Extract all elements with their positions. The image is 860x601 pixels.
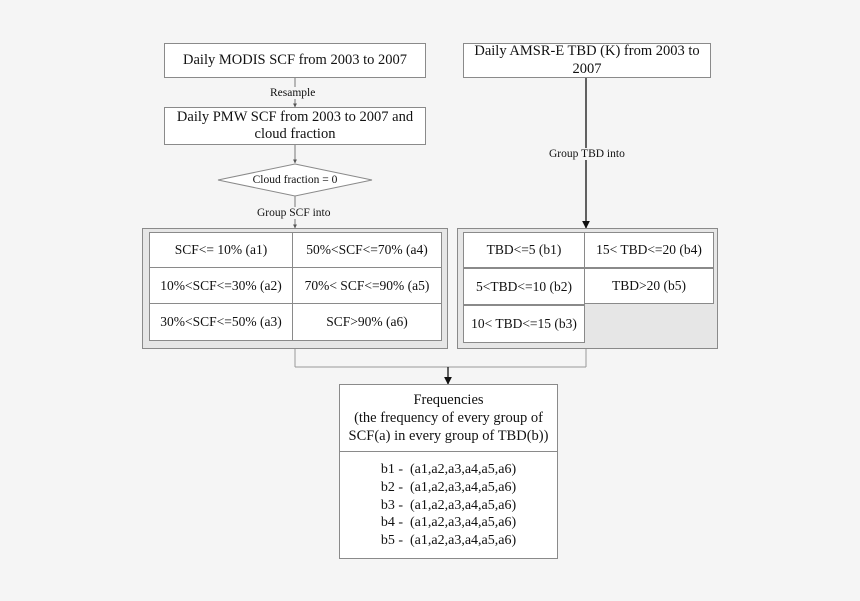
frequencies-subtitle: (the frequency of every group of SCF(a) … — [348, 410, 549, 445]
frequency-line-b1: b1 - (a1,a2,a3,a4,a5,a6) — [380, 462, 517, 478]
pmw-scf-box: Daily PMW SCF from 2003 to 2007 and clou… — [164, 107, 426, 145]
scf-group-a4: 50%<SCF<=70% (a4) — [292, 232, 442, 268]
tbd-group-b4: 15< TBD<=20 (b4) — [584, 232, 714, 268]
cloud-fraction-decision — [217, 163, 373, 197]
frequency-line-b4: b4 - (a1,a2,a3,a4,a5,a6) — [380, 515, 517, 531]
frequencies-box: Frequencies (the frequency of every grou… — [339, 384, 558, 559]
frequency-line-b2: b2 - (a1,a2,a3,a4,a5,a6) — [380, 479, 517, 495]
group-scf-label: Group SCF into — [255, 207, 333, 219]
tbd-group-b1: TBD<=5 (b1) — [463, 232, 585, 268]
scf-group-a2: 10%<SCF<=30% (a2) — [149, 267, 293, 304]
frequency-line-b5: b5 - (a1,a2,a3,a4,a5,a6) — [380, 532, 517, 548]
scf-group-a1: SCF<= 10% (a1) — [149, 232, 293, 268]
decision-label: Cloud fraction = 0 — [252, 174, 338, 186]
scf-group-a3: 30%<SCF<=50% (a3) — [149, 303, 293, 341]
modis-scf-box: Daily MODIS SCF from 2003 to 2007 — [164, 43, 426, 78]
frequency-line-b3: b3 - (a1,a2,a3,a4,a5,a6) — [380, 497, 517, 513]
scf-group-a5: 70%< SCF<=90% (a5) — [292, 267, 442, 304]
tbd-group-b5: TBD>20 (b5) — [584, 268, 714, 304]
frequencies-title: Frequencies — [413, 392, 484, 408]
tbd-group-b3: 10< TBD<=15 (b3) — [463, 305, 585, 343]
amsr-tbd-box: Daily AMSR-E TBD (K) from 2003 to 2007 — [463, 43, 711, 78]
tbd-group-b2: 5<TBD<=10 (b2) — [463, 268, 585, 305]
resample-label: Resample — [268, 87, 318, 99]
group-tbd-label: Group TBD into — [547, 148, 627, 160]
scf-group-a6: SCF>90% (a6) — [292, 303, 442, 341]
frequencies-list: b1 - (a1,a2,a3,a4,a5,a6) b2 - (a1,a2,a3,… — [340, 451, 557, 549]
